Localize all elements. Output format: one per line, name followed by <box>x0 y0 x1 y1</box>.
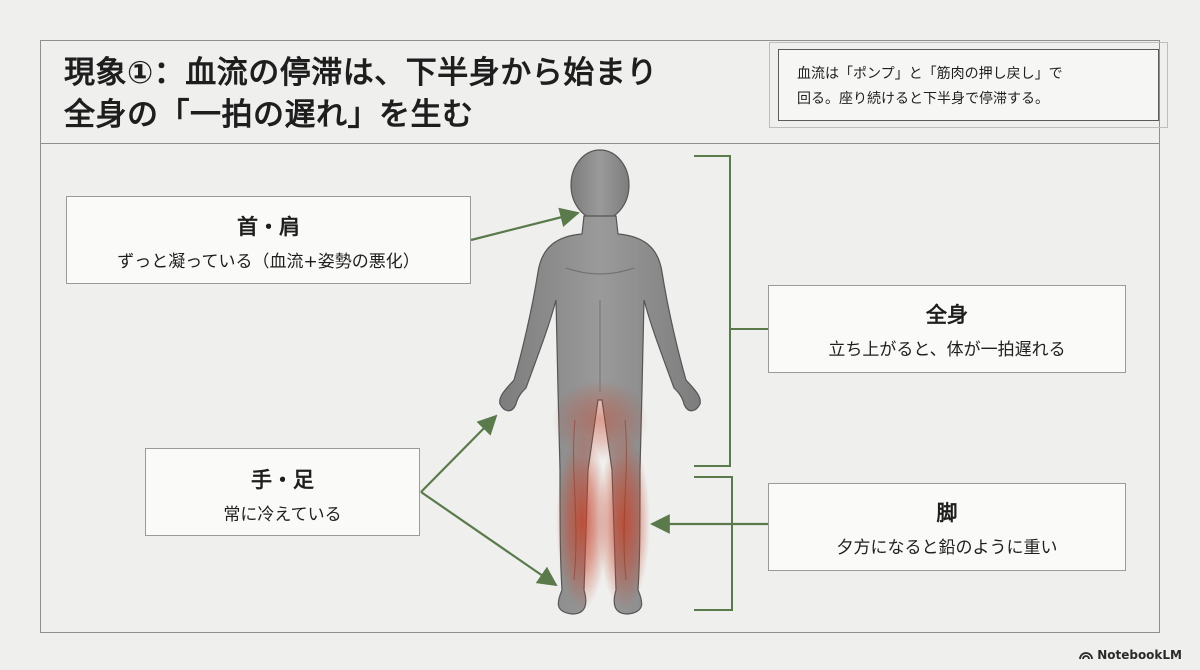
callout-legs-description: 夕方になると鉛のように重い <box>836 538 1058 558</box>
notebooklm-logo-icon <box>1079 652 1094 660</box>
callout-limbs-description: 常に冷えている <box>223 505 342 525</box>
callout-whole-body-heading: 全身 <box>926 303 968 327</box>
human-body-figure <box>499 149 701 615</box>
left-leg-stagnation-glow <box>556 434 608 610</box>
callout-limbs-heading: 手・足 <box>251 468 314 492</box>
note-outer-frame <box>769 42 1168 128</box>
title-line-1: 現象①：血流の停滞は、下半身から始まり <box>64 55 658 91</box>
callout-neck-shoulders: 首・肩 ずっと凝っている（血流+姿勢の悪化） <box>66 196 471 284</box>
callout-whole-body: 全身 立ち上がると、体が一拍遅れる <box>768 285 1126 373</box>
callout-neck-description: ずっと凝っている（血流+姿勢の悪化） <box>117 252 420 272</box>
callout-neck-heading: 首・肩 <box>237 215 300 239</box>
header-divider <box>40 143 1160 144</box>
arrow-to-foot <box>420 491 558 587</box>
bracket-whole-body <box>694 155 768 467</box>
collarbone-line <box>565 267 635 275</box>
arrow-to-neck <box>470 207 580 242</box>
right-leg-vein <box>623 419 627 581</box>
callout-hands-feet: 手・足 常に冷えている <box>145 448 420 536</box>
slide-frame <box>40 40 1160 633</box>
head <box>570 149 630 221</box>
hip-stagnation-glow <box>552 380 648 460</box>
left-leg-vein <box>573 419 577 581</box>
title-line-2: 全身の「一拍の遅れ」を生む <box>64 97 474 133</box>
slide-title: 現象①：血流の停滞は、下半身から始まり 全身の「一拍の遅れ」を生む <box>64 52 764 136</box>
brand-watermark: NotebookLM <box>1079 648 1182 662</box>
brand-name: NotebookLM <box>1097 648 1182 662</box>
note-line-2: 回る。座り続けると下半身で停滞する。 <box>797 91 1049 107</box>
arrow-to-hand <box>420 414 498 493</box>
callout-legs-heading: 脚 <box>936 501 958 525</box>
bracket-legs <box>694 476 733 611</box>
callout-whole-body-description: 立ち上がると、体が一拍遅れる <box>828 340 1066 360</box>
callout-legs: 脚 夕方になると鉛のように重い <box>768 483 1126 571</box>
note-box: 血流は「ポンプ」と「筋肉の押し戻し」で 回る。座り続けると下半身で停滞する。 <box>778 49 1159 121</box>
note-line-1: 血流は「ポンプ」と「筋肉の押し戻し」で <box>797 66 1063 82</box>
